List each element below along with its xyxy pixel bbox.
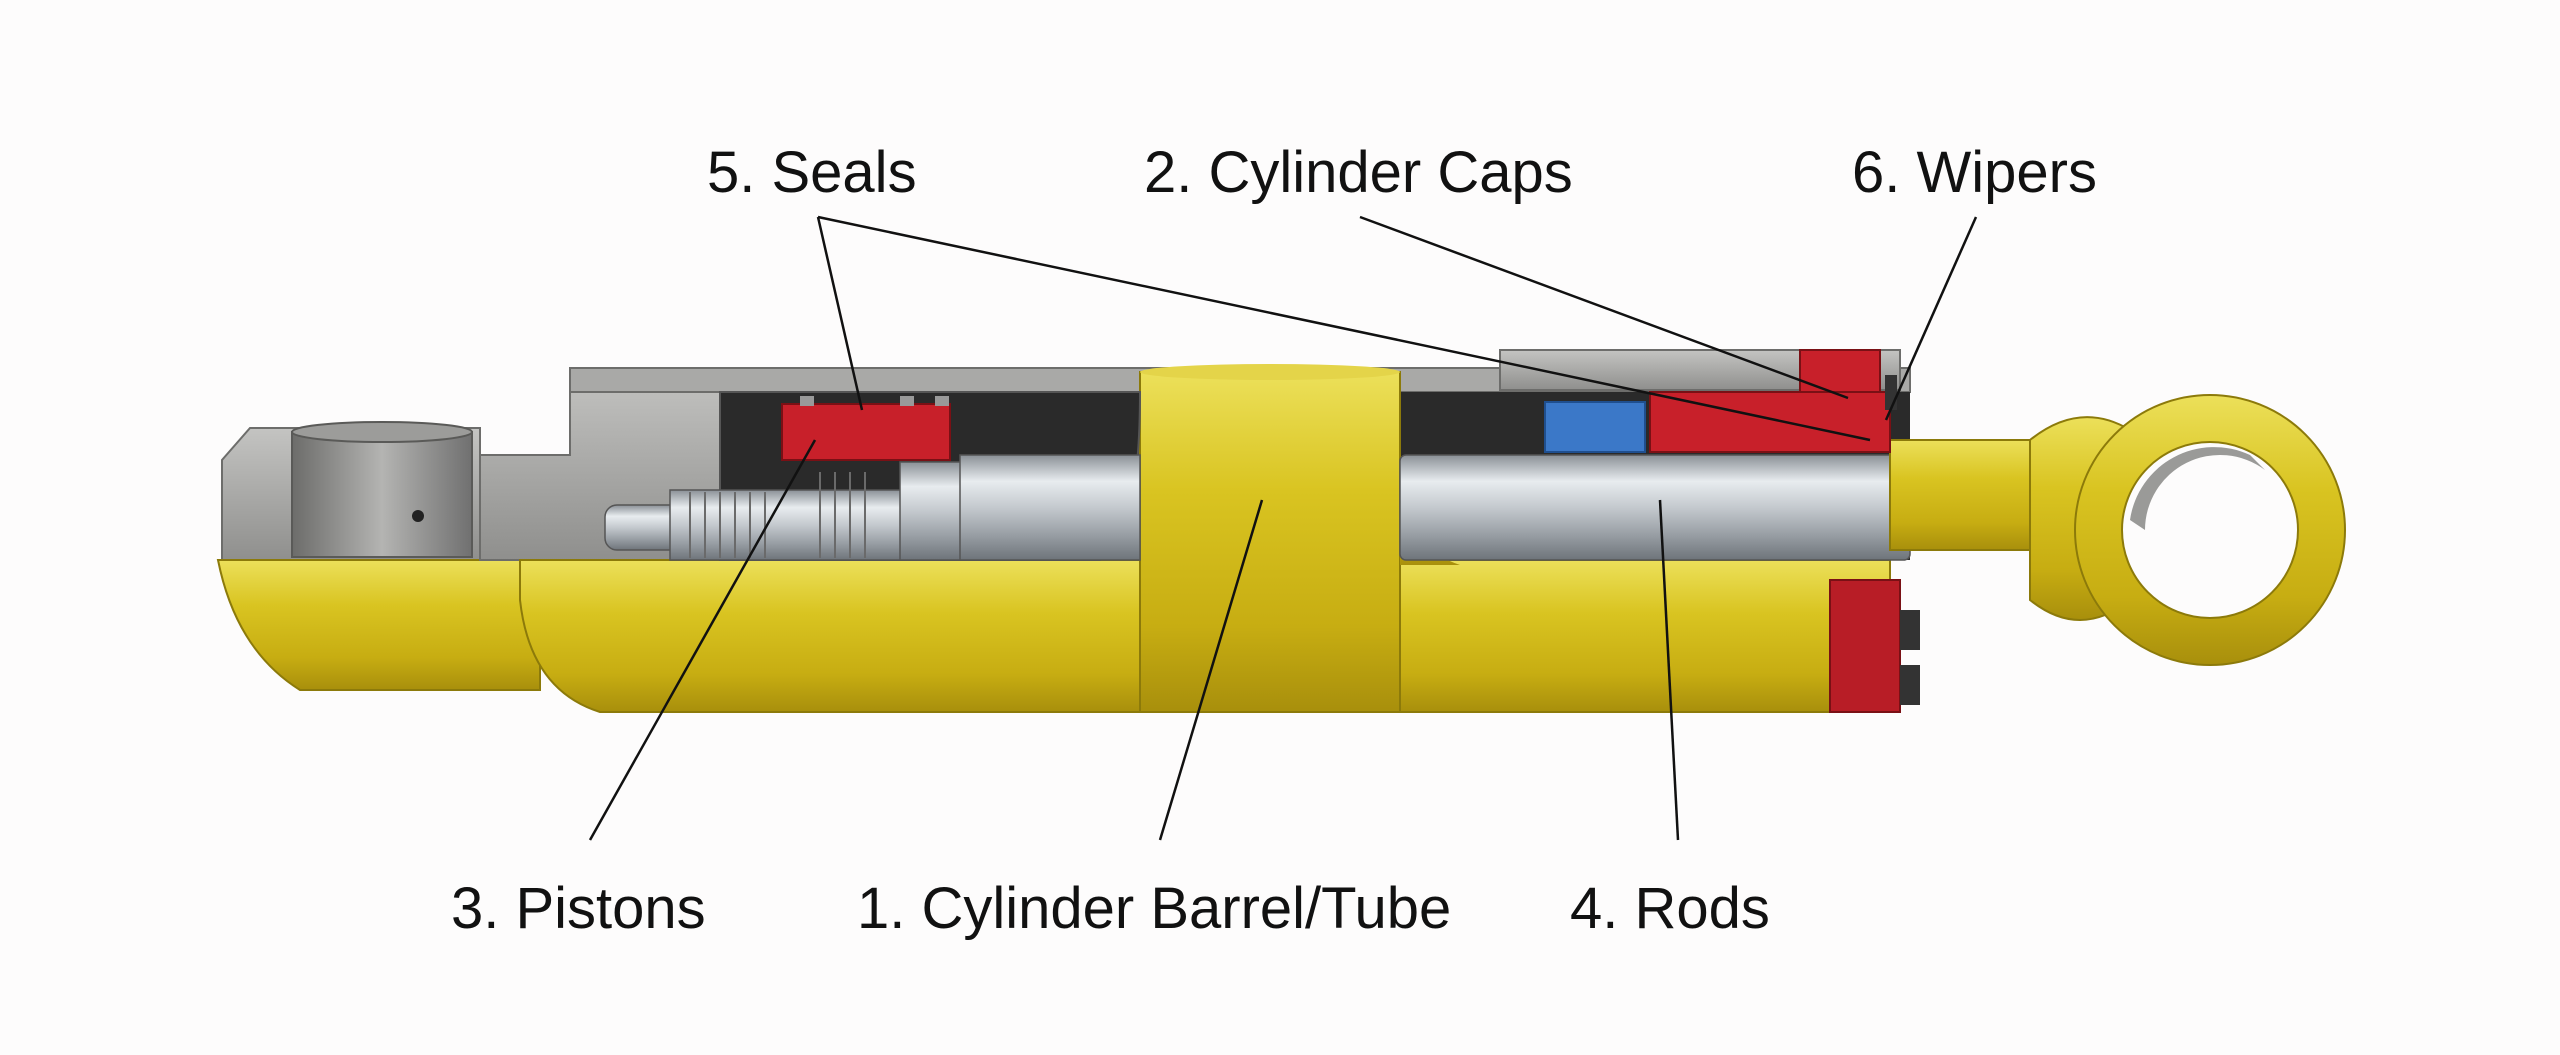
label-wipers: 6. Wipers bbox=[1852, 140, 2097, 205]
leader-seals-a bbox=[816, 216, 864, 411]
rear-clevis bbox=[216, 367, 721, 691]
leader-seals-b bbox=[817, 215, 1871, 442]
leader-pistons bbox=[588, 439, 817, 841]
piston-rod bbox=[1399, 439, 2041, 561]
label-cylinder-barrel: 1. Cylinder Barrel/Tube bbox=[857, 876, 1452, 941]
leader-lines bbox=[588, 215, 1978, 841]
leader-wipers bbox=[1884, 216, 1978, 421]
label-pistons: 3. Pistons bbox=[451, 876, 706, 941]
leader-rods bbox=[1658, 499, 1680, 841]
rod-eye bbox=[2029, 394, 2346, 666]
leader-caps bbox=[1359, 215, 1849, 400]
label-cylinder-caps: 2. Cylinder Caps bbox=[1144, 140, 1573, 205]
label-rods: 4. Rods bbox=[1570, 876, 1770, 941]
leader-barrel bbox=[1158, 499, 1264, 841]
piston-assembly bbox=[604, 396, 1141, 561]
label-seals: 5. Seals bbox=[707, 140, 917, 205]
